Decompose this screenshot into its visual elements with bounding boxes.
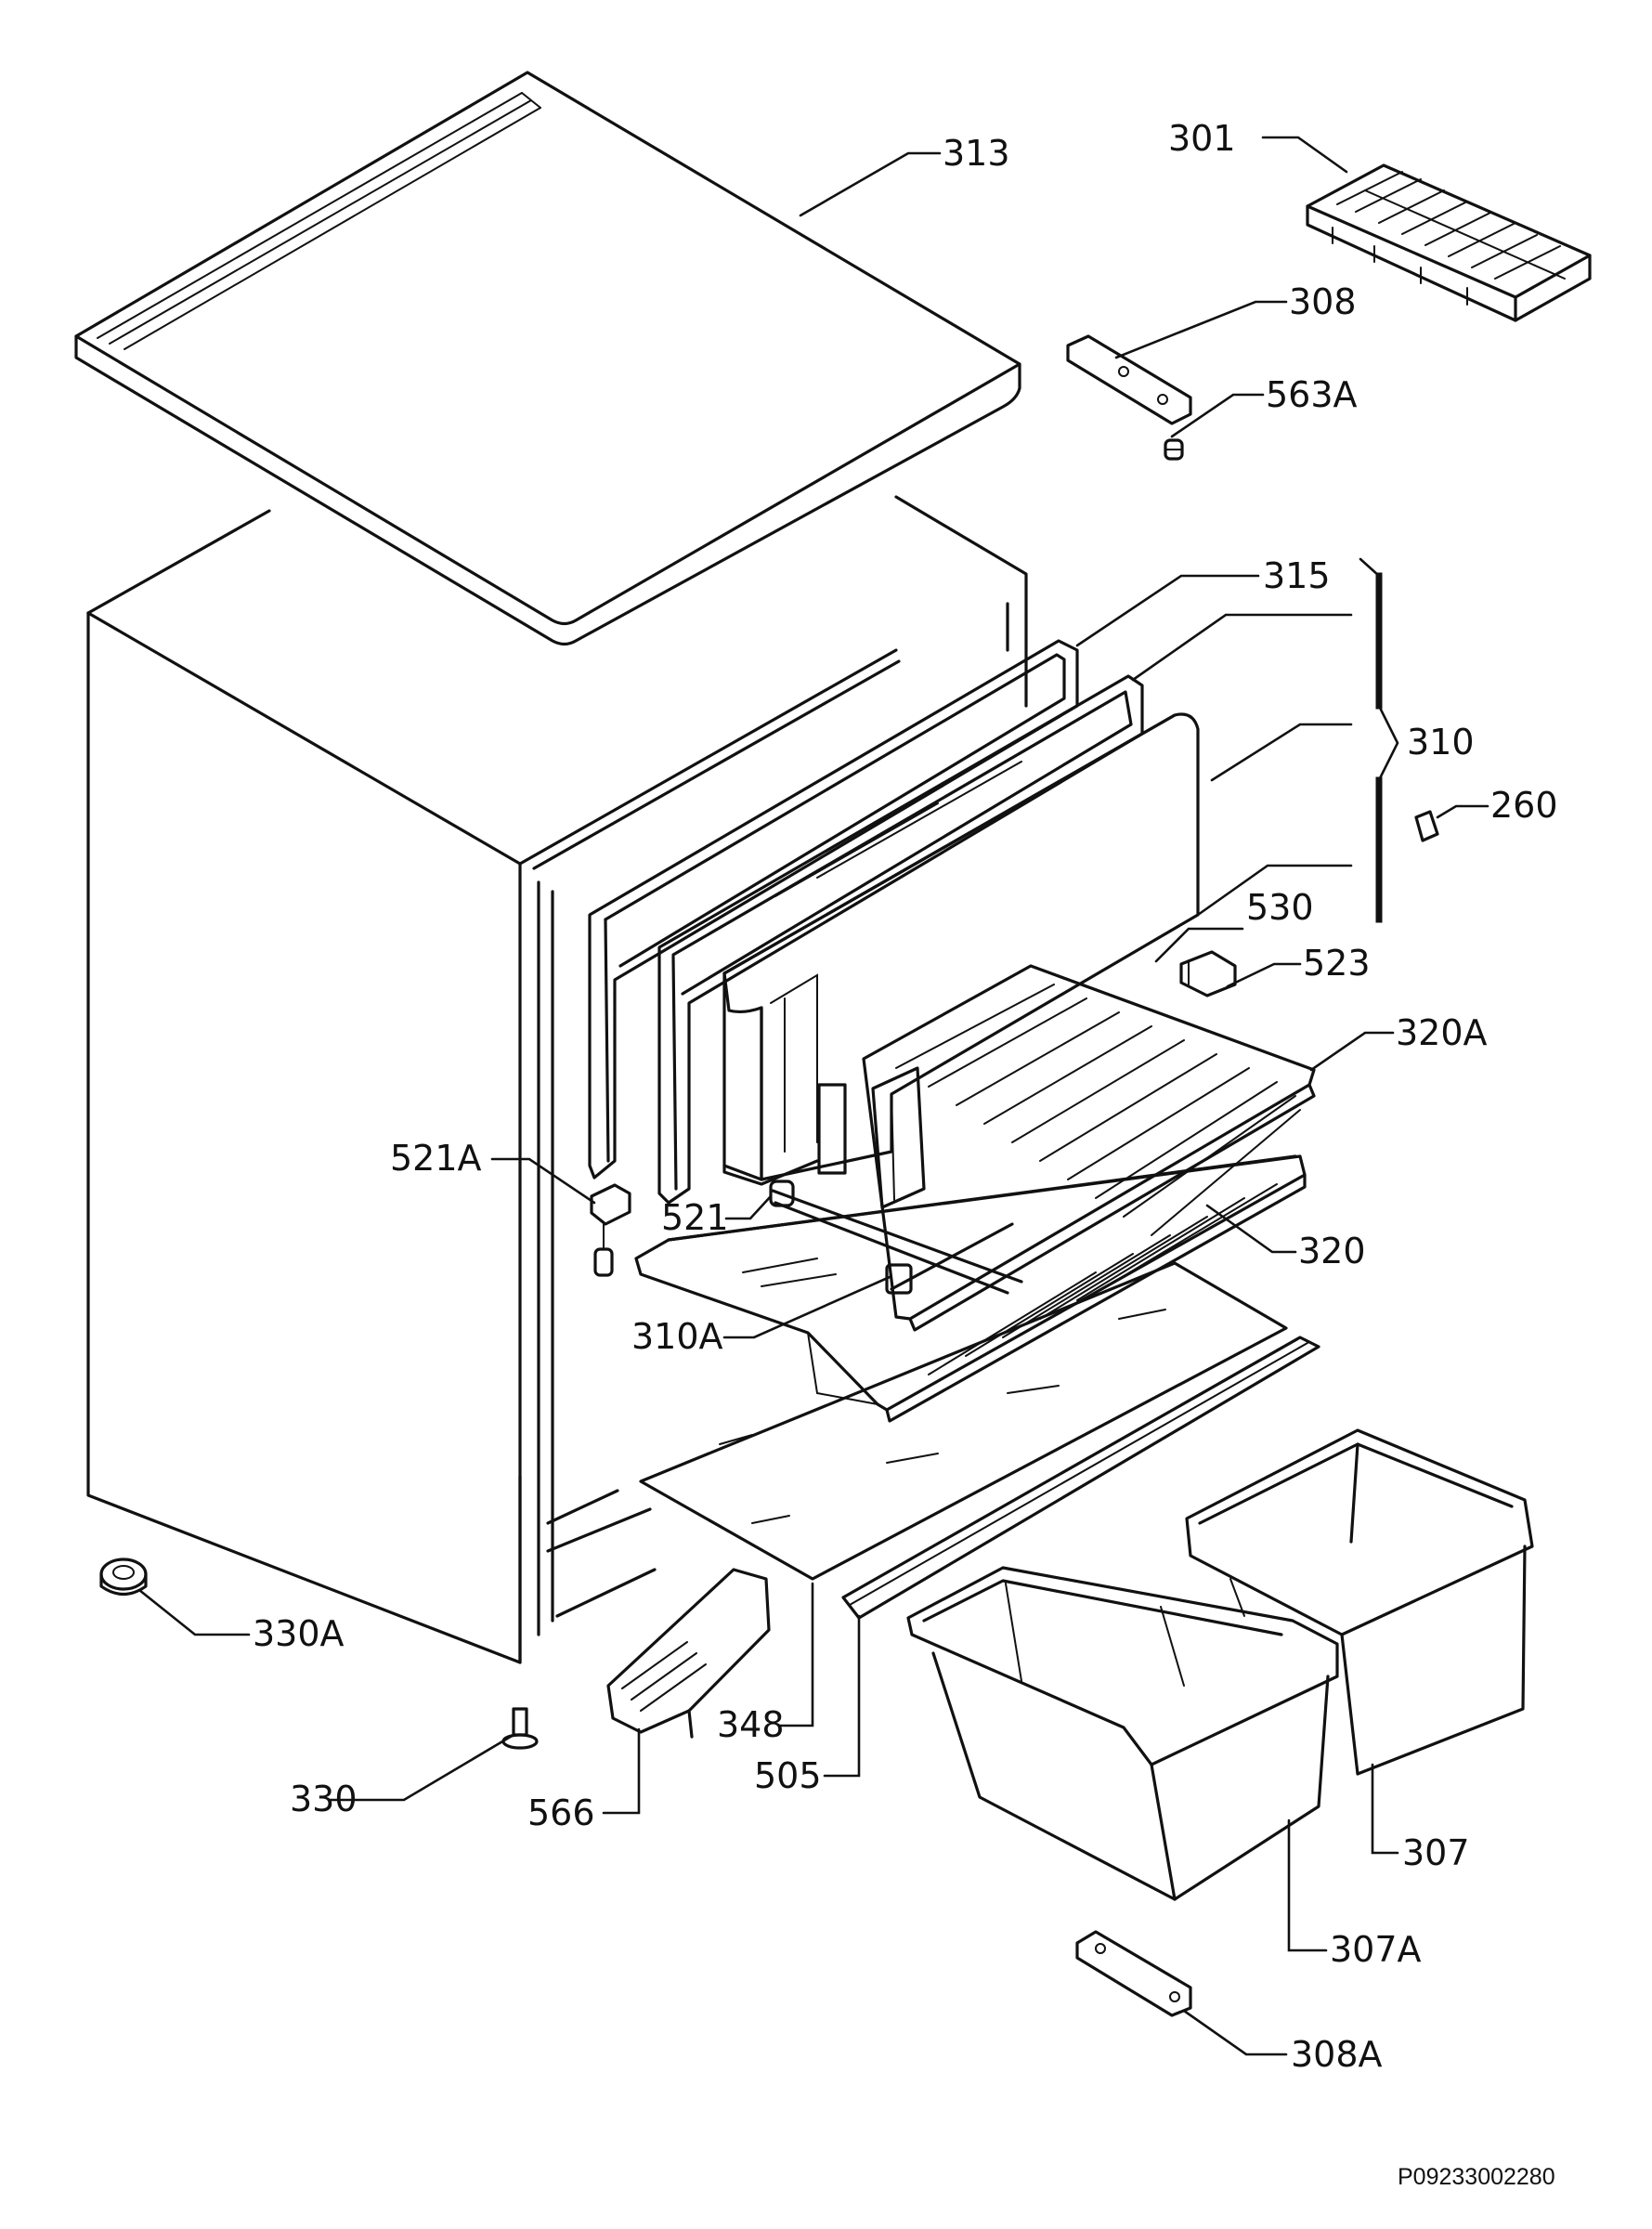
part-310-door-assembly (588, 639, 1200, 1209)
part-563a-screw (1164, 438, 1184, 461)
callout-530: 530 (1246, 887, 1314, 928)
part-320-lower-shelf (634, 1154, 1307, 1423)
callout-307a: 307A (1330, 1929, 1422, 1970)
callout-308a: 308A (1291, 2034, 1383, 2075)
drawing-code: P09233002280 (1398, 2164, 1555, 2190)
callout-313: 313 (943, 133, 1010, 174)
part-260-clip (1414, 810, 1439, 842)
assembly-bracket-310 (1359, 557, 1399, 923)
callout-315: 315 (1263, 555, 1331, 596)
callout-563a: 563A (1266, 374, 1358, 415)
callout-310: 310 (1407, 722, 1475, 763)
callout-330: 330 (290, 1779, 358, 1819)
part-523-lamp-holder (1179, 950, 1237, 997)
part-505-trim-strip (841, 1336, 1320, 1620)
part-348-glass-shelf (639, 1261, 1288, 1581)
callout-348: 348 (717, 1704, 785, 1745)
part-330-adjustable-foot (501, 1707, 539, 1750)
part-330a-foot (99, 1558, 148, 1597)
callout-260: 260 (1490, 785, 1558, 826)
callout-labels: 313 301 308 563A 315 310 260 530 523 320… (253, 118, 1558, 2075)
leader-lines (137, 136, 1489, 2056)
callout-307: 307 (1402, 1832, 1470, 1873)
part-308-hinge (1066, 334, 1192, 425)
part-320a-upper-shelf (862, 964, 1316, 1332)
cabinet-body (86, 495, 1028, 1664)
callout-308: 308 (1289, 281, 1357, 322)
callout-521a: 521A (390, 1138, 482, 1179)
part-307-crisper-drawer (1185, 1428, 1534, 1776)
part-308a-hinge (1075, 1930, 1192, 2017)
part-307a-crisper-drawer (906, 1566, 1339, 1901)
callout-505: 505 (754, 1755, 822, 1796)
callout-301: 301 (1168, 118, 1236, 159)
callout-523: 523 (1303, 943, 1371, 984)
callout-320: 320 (1298, 1231, 1366, 1271)
part-310a-lamp-tube (769, 1180, 1023, 1295)
callout-566: 566 (527, 1792, 595, 1833)
part-521a-switch (590, 1183, 631, 1277)
callout-310a: 310A (631, 1316, 723, 1357)
part-566-bracket (606, 1568, 771, 1739)
part-313-top-cover (74, 71, 1021, 646)
callout-330a: 330A (253, 1613, 345, 1654)
callout-320a: 320A (1396, 1012, 1488, 1053)
callout-521: 521 (661, 1197, 729, 1238)
part-301-ice-cube-tray (1306, 163, 1592, 322)
